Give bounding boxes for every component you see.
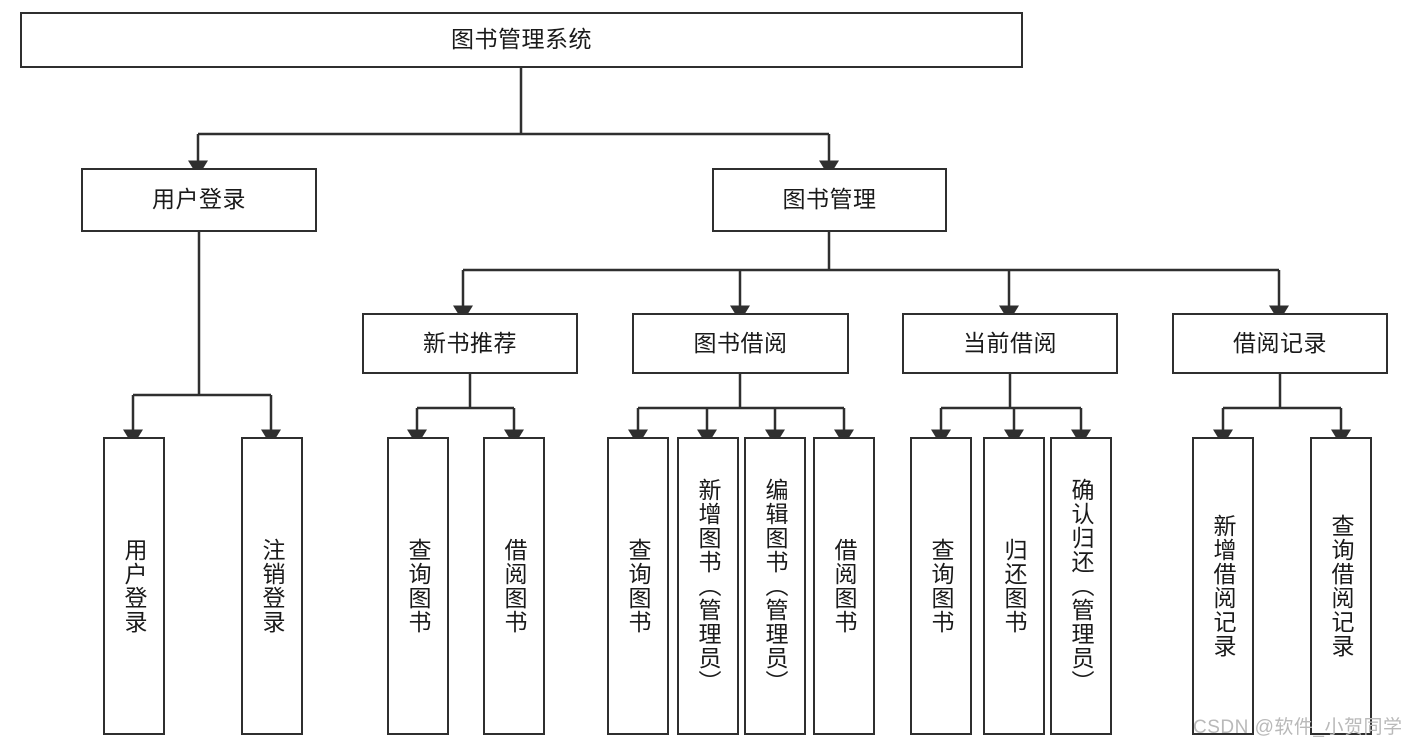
node-leaf-query-book-3[interactable]: 查询图书 xyxy=(910,437,972,735)
node-label: 确认归还（管理员） xyxy=(1068,478,1095,694)
node-borrow-record[interactable]: 借阅记录 xyxy=(1172,313,1388,374)
node-leaf-borrow-book-2[interactable]: 借阅图书 xyxy=(813,437,875,735)
node-label: 新书推荐 xyxy=(423,329,517,356)
node-label: 用户登录 xyxy=(121,538,148,634)
connector-lines xyxy=(123,68,1351,446)
node-label: 查询图书 xyxy=(928,538,955,634)
node-new-book-recommend[interactable]: 新书推荐 xyxy=(362,313,578,374)
node-label: 借阅记录 xyxy=(1233,329,1327,356)
node-root-system[interactable]: 图书管理系统 xyxy=(20,12,1023,68)
node-leaf-logout[interactable]: 注销登录 xyxy=(241,437,303,735)
node-label: 借阅图书 xyxy=(831,538,858,634)
node-book-manage[interactable]: 图书管理 xyxy=(712,168,947,232)
watermark-text: CSDN @软件_小贺同学 xyxy=(1193,717,1403,738)
node-leaf-edit-book[interactable]: 编辑图书（管理员） xyxy=(744,437,806,735)
node-label: 查询图书 xyxy=(405,538,432,634)
node-leaf-query-book-2[interactable]: 查询图书 xyxy=(607,437,669,735)
node-label: 归还图书 xyxy=(1001,538,1028,634)
node-label: 编辑图书（管理员） xyxy=(762,478,789,694)
node-leaf-query-record[interactable]: 查询借阅记录 xyxy=(1310,437,1372,735)
node-label: 图书管理系统 xyxy=(451,26,592,53)
node-label: 注销登录 xyxy=(259,538,286,634)
node-label: 查询图书 xyxy=(625,538,652,634)
node-leaf-confirm-return[interactable]: 确认归还（管理员） xyxy=(1050,437,1112,735)
node-current-borrow[interactable]: 当前借阅 xyxy=(902,313,1118,374)
node-leaf-add-record[interactable]: 新增借阅记录 xyxy=(1192,437,1254,735)
node-leaf-query-book-1[interactable]: 查询图书 xyxy=(387,437,449,735)
node-label: 查询借阅记录 xyxy=(1328,514,1355,658)
node-user-login[interactable]: 用户登录 xyxy=(81,168,317,232)
node-label: 图书借阅 xyxy=(693,329,788,356)
node-label: 当前借阅 xyxy=(963,329,1057,356)
node-label: 新增借阅记录 xyxy=(1210,514,1237,658)
node-leaf-add-book[interactable]: 新增图书（管理员） xyxy=(677,437,739,735)
node-book-borrow[interactable]: 图书借阅 xyxy=(632,313,849,374)
node-leaf-return-book[interactable]: 归还图书 xyxy=(983,437,1045,735)
node-leaf-user-login[interactable]: 用户登录 xyxy=(103,437,165,735)
node-label: 图书管理 xyxy=(782,186,877,213)
node-label: 借阅图书 xyxy=(501,538,528,634)
node-label: 用户登录 xyxy=(152,186,246,213)
node-label: 新增图书（管理员） xyxy=(695,478,722,694)
node-leaf-borrow-book-1[interactable]: 借阅图书 xyxy=(483,437,545,735)
